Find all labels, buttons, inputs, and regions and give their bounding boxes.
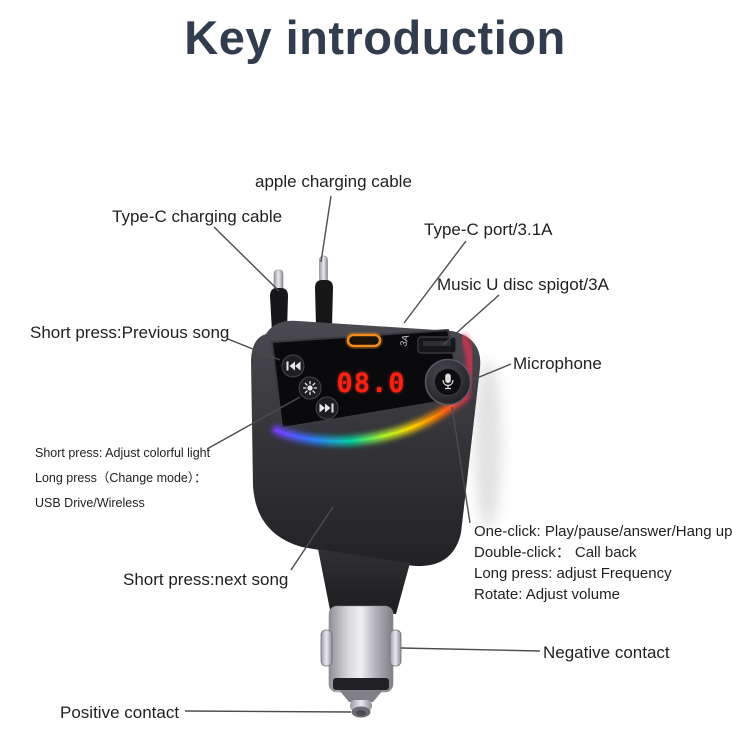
volume-knob	[424, 358, 472, 406]
light-button	[298, 376, 322, 400]
negative-contact-right	[389, 629, 402, 667]
label-music-u-disc-spigot: Music U disc spigot/3A	[437, 275, 609, 294]
callout-line-knob	[451, 406, 471, 524]
typec-cable	[270, 269, 288, 332]
microphone-icon	[442, 373, 454, 390]
label-negative-contact: Negative contact	[543, 643, 670, 662]
callout-line-prev-song	[227, 338, 281, 361]
label-light-line3: USB Drive/Wireless	[35, 496, 145, 510]
label-light-line1: Short press: Adjust colorful light	[35, 446, 211, 460]
callout-line-next-song	[290, 506, 334, 571]
label-light-line2: Long press（Change mode）：	[35, 471, 207, 485]
callout-lines	[184, 195, 541, 713]
device-neck	[318, 549, 410, 614]
svg-text:08.0: 08.0	[336, 368, 405, 399]
callout-line-light-button	[206, 396, 301, 450]
port-badge-3a: 3A	[398, 333, 412, 348]
callout-line-apple-cable	[320, 195, 332, 263]
led-display: 08.0 08.0	[336, 368, 405, 399]
callout-line-music-spigot	[442, 294, 500, 346]
label-knob-block: One-click: Play/pause/answer/Hang up Dou…	[474, 521, 732, 605]
callout-line-typec-port	[403, 240, 467, 324]
callout-line-positive-contact	[184, 710, 352, 713]
label-knob-line3: Long press: adjust Frequency	[474, 565, 672, 582]
prev-button	[281, 354, 305, 378]
label-light-button-block: Short press: Adjust colorful light Long …	[35, 441, 210, 516]
page-title: Key introduction	[184, 11, 566, 64]
label-previous-song: Short press:Previous song	[30, 323, 230, 342]
label-typec-port: Type-C port/3.1A	[424, 220, 553, 239]
label-microphone: Microphone	[513, 354, 602, 373]
next-button	[315, 396, 339, 420]
callout-line-negative-contact	[400, 647, 541, 652]
label-knob-line4: Rotate: Adjust volume	[474, 586, 620, 603]
label-next-song: Short press:next song	[123, 570, 289, 589]
lightning-cable	[315, 255, 333, 326]
label-typec-charging-cable: Type-C charging cable	[112, 207, 283, 226]
typec-port	[345, 332, 383, 349]
plug-barrel	[320, 605, 402, 693]
label-knob-line1: One-click: Play/pause/answer/Hang up	[474, 523, 733, 540]
callout-line-typec-cable	[213, 226, 280, 292]
positive-contact-tip	[339, 690, 383, 718]
svg-text:08.0: 08.0	[336, 368, 405, 399]
negative-contact-left	[320, 629, 333, 667]
label-knob-line2: Double-click： Call back	[474, 544, 637, 561]
label-positive-contact: Positive contact	[60, 703, 180, 722]
body-shadow	[474, 360, 502, 530]
label-apple-charging-cable: apple charging cable	[255, 172, 412, 191]
callout-line-microphone	[471, 363, 512, 381]
